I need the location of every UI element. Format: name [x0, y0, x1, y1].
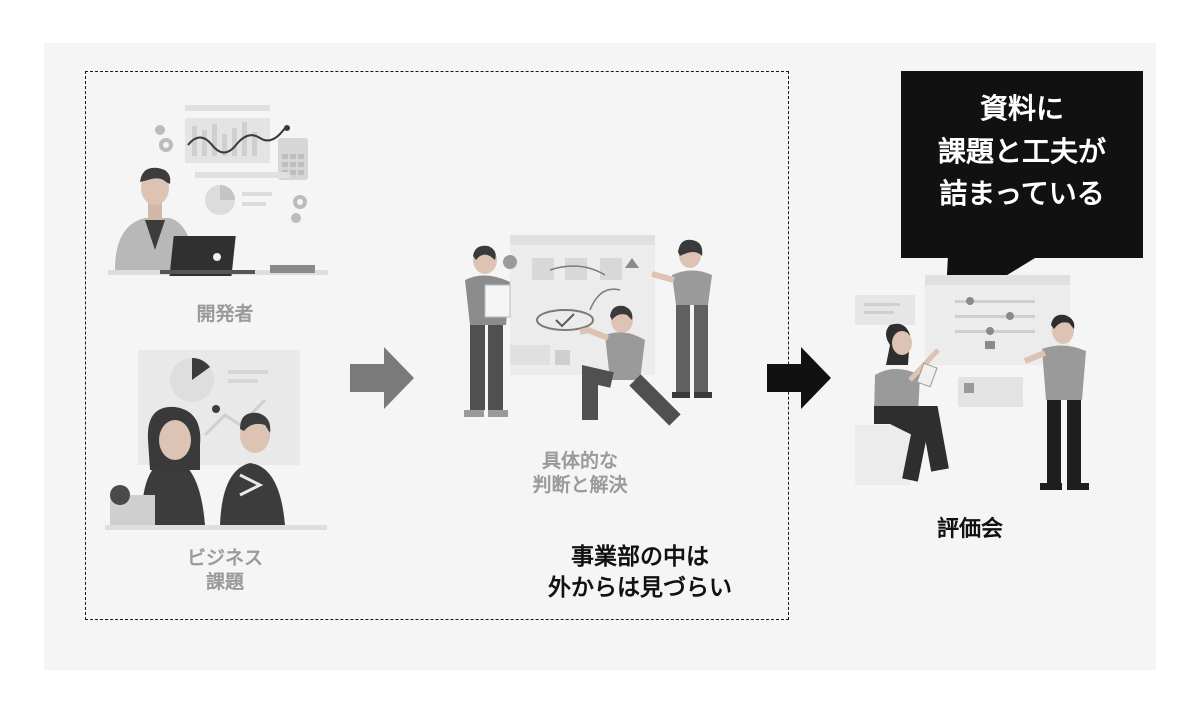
developer-label: 開発者 — [160, 303, 290, 327]
invisible-note: 事業部の中は 外からは見づらい — [505, 542, 775, 604]
business-issue-illustration — [100, 345, 330, 535]
evaluation-label: 評価会 — [905, 516, 1035, 544]
speech-bubble-text: 資料に 課題と工夫が 詰まっている — [901, 88, 1143, 216]
judgment-label: 具体的な 判断と解決 — [505, 450, 655, 498]
business-issue-label: ビジネス 課題 — [160, 547, 290, 595]
judgment-illustration — [440, 230, 730, 430]
arrow-right-icon — [767, 347, 833, 409]
arrow-right-icon — [350, 347, 416, 409]
developer-illustration — [100, 100, 330, 295]
evaluation-illustration — [850, 265, 1100, 497]
